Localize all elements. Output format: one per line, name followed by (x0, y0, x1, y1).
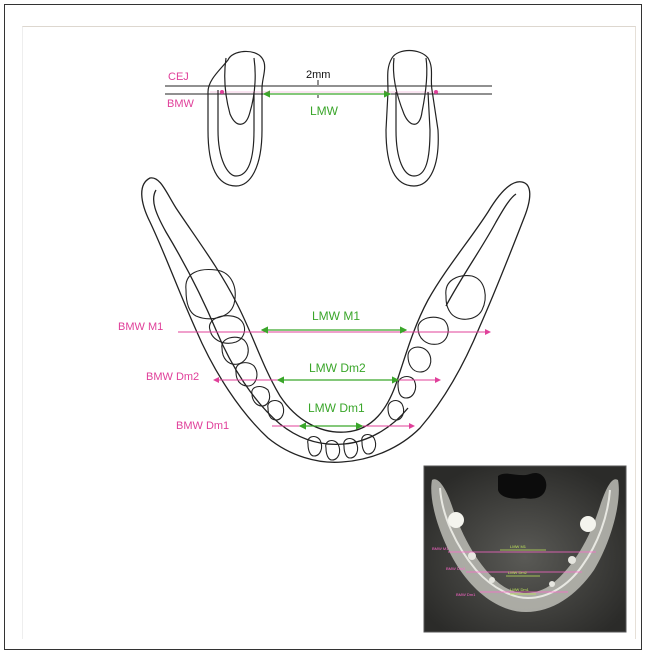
label-cej: CEJ (168, 71, 189, 83)
ct-label-bmw-dm2: BMW Dm2 (446, 566, 466, 571)
label-2mm: 2mm (306, 69, 330, 81)
ct-label-lmw-m1: LMW M1 (510, 544, 527, 549)
label-bmw-dm1: BMW Dm1 (176, 420, 229, 432)
ct-label-lmw-dm2: LMW Dm2 (508, 570, 528, 575)
ct-label-bmw-m1: BMW M1 (432, 546, 449, 551)
label-bmw: BMW (167, 98, 195, 110)
label-bmw-m1: BMW M1 (118, 321, 163, 333)
ct-label-lmw-dm1: LMW Dm1 (510, 587, 530, 592)
left-tooth-cross-section (208, 51, 265, 186)
label-bmw-dm2: BMW Dm2 (146, 371, 199, 383)
label-lmw-m1: LMW M1 (312, 309, 360, 323)
label-lmw-dm2: LMW Dm2 (309, 361, 366, 375)
ct-scan-inset: BMW M1 BMW Dm2 BMW Dm1 LMW M1 LMW Dm2 LM… (424, 466, 626, 632)
label-lmw-dm1: LMW Dm1 (308, 401, 365, 415)
ct-label-bmw-dm1: BMW Dm1 (456, 592, 476, 597)
right-tooth-cross-section (386, 51, 438, 187)
label-lmw: LMW (310, 104, 339, 118)
